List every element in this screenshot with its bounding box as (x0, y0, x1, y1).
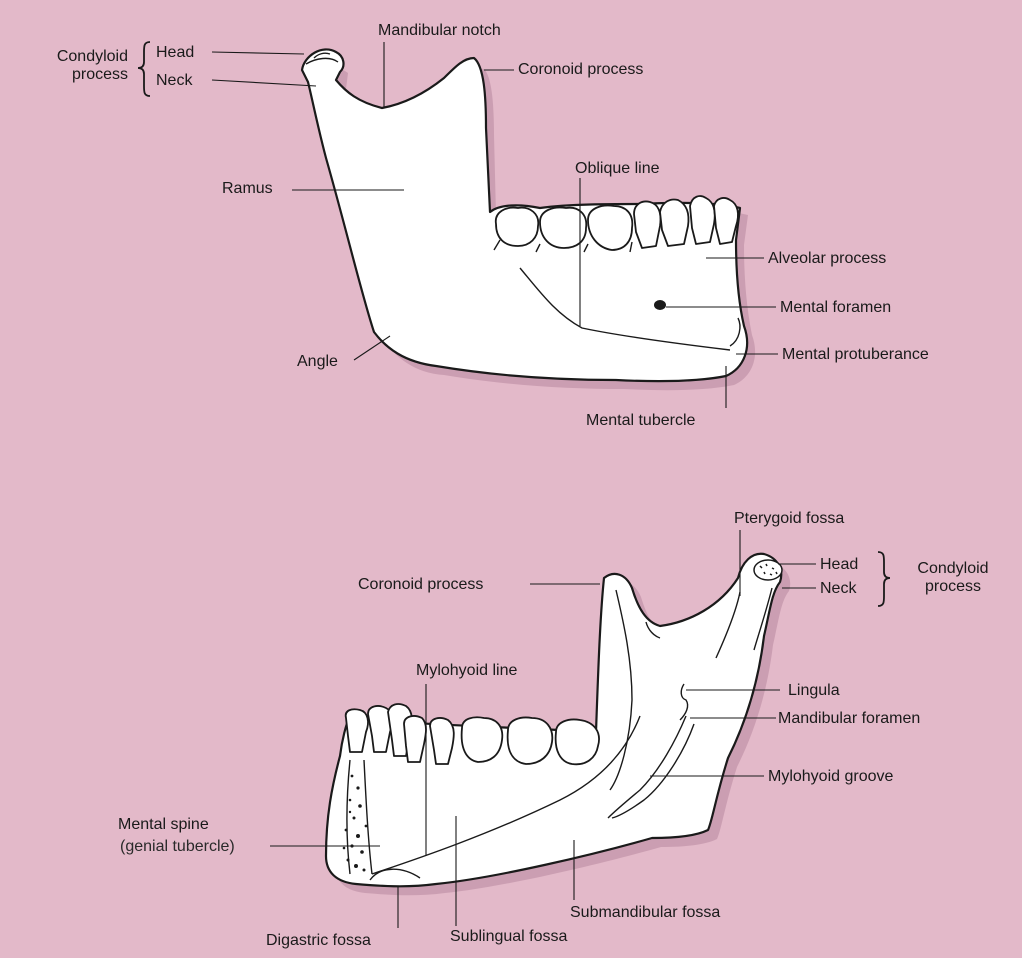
label-ramus: Ramus (222, 180, 273, 198)
label-mylohyoid-groove: Mylohyoid groove (768, 768, 893, 786)
label-genial-tubercle: (genial tubercle) (120, 838, 235, 856)
label-mental-foramen: Mental foramen (780, 299, 891, 317)
label-alveolar-process: Alveolar process (768, 250, 886, 268)
label-lingula: Lingula (788, 682, 840, 700)
label-neck-lateral: Neck (156, 72, 192, 90)
label-submandibular-fossa: Submandibular fossa (570, 904, 720, 922)
label-mandibular-foramen: Mandibular foramen (778, 710, 920, 728)
label-condyloid-process-medial: Condyloid process (898, 560, 1008, 596)
label-oblique-line: Oblique line (575, 160, 660, 178)
label-mandibular-notch: Mandibular notch (378, 22, 501, 40)
label-mylohyoid-line: Mylohyoid line (416, 662, 517, 680)
label-mental-spine: Mental spine (118, 816, 209, 834)
lateral-mandible (138, 42, 778, 408)
label-mental-tubercle: Mental tubercle (586, 412, 695, 430)
label-angle: Angle (297, 353, 338, 371)
label-head-medial: Head (820, 556, 858, 574)
label-mental-protuberance: Mental protuberance (782, 346, 929, 364)
label-coronoid-process-medial: Coronoid process (358, 576, 483, 594)
label-neck-medial: Neck (820, 580, 856, 598)
label-sublingual-fossa: Sublingual fossa (450, 928, 567, 946)
label-pterygoid-fossa: Pterygoid fossa (734, 510, 844, 528)
label-digastric-fossa: Digastric fossa (266, 932, 371, 950)
label-head-lateral: Head (156, 44, 194, 62)
label-condyloid-process-lateral: Condyloid process (20, 48, 128, 84)
label-coronoid-process-lateral: Coronoid process (518, 61, 643, 79)
